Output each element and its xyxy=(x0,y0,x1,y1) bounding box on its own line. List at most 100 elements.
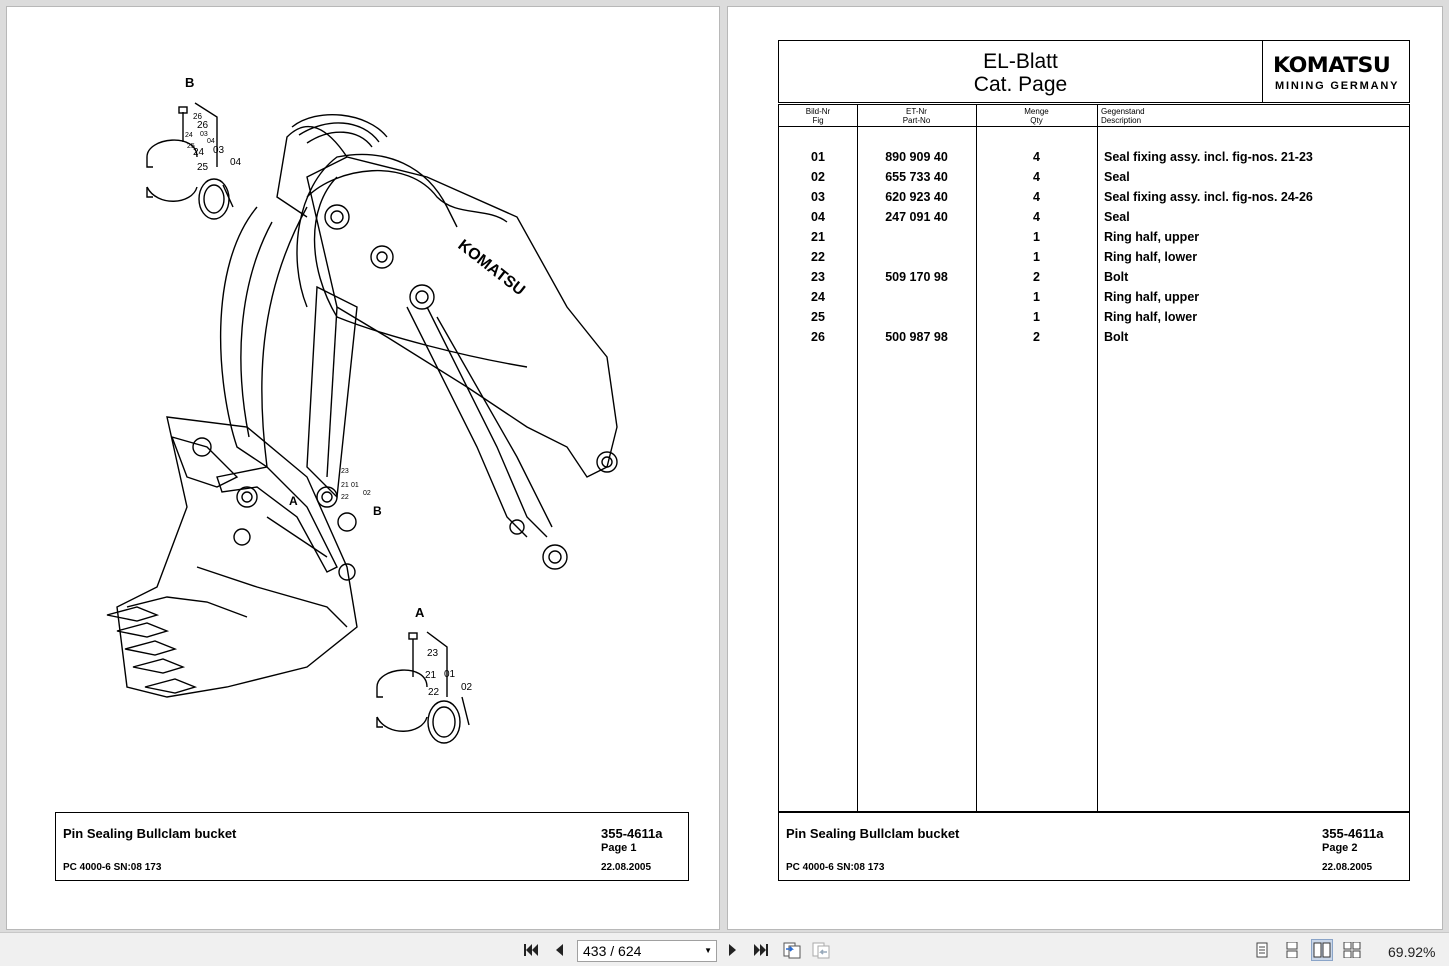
callout-24-small: 24 xyxy=(185,132,193,139)
logo-subtitle: MINING GERMANY xyxy=(1275,80,1400,92)
parts-table: Bild-Nr Fig ET-Nr Part-No Menge Qty Gege… xyxy=(778,104,1410,812)
document-date: 22.08.2005 xyxy=(601,862,652,873)
callout-03-small: 03 xyxy=(200,131,208,138)
cell-fig: 01 xyxy=(811,150,825,164)
cell-qty: 4 xyxy=(1033,190,1040,204)
cell-qty: 1 xyxy=(1033,310,1040,324)
callout-02: 02 xyxy=(461,682,473,693)
facing-view-button[interactable] xyxy=(1311,939,1333,961)
detail-a-label: A xyxy=(415,605,425,620)
first-page-icon xyxy=(524,944,538,956)
callout-b-label: B xyxy=(373,504,382,518)
cell-description: Seal xyxy=(1104,210,1130,224)
table-row: 26 500 987 98 2 Bolt xyxy=(779,330,1409,350)
table-row: 21 1 Ring half, upper xyxy=(779,230,1409,250)
cell-part-no: 500 987 98 xyxy=(885,330,948,344)
callout-01: 01 xyxy=(444,669,456,680)
page-number: Page 1 xyxy=(601,842,637,854)
callout-a-label: A xyxy=(289,494,298,508)
column-divider xyxy=(857,105,858,811)
cell-part-no: 655 733 40 xyxy=(885,170,948,184)
next-view-icon xyxy=(812,942,830,959)
viewer-toolbar: 433 / 624 ▼ 69.92% xyxy=(0,932,1449,966)
table-row: 24 1 Ring half, upper xyxy=(779,290,1409,310)
cell-part-no: 247 091 40 xyxy=(885,210,948,224)
cell-part-no: 890 909 40 xyxy=(885,150,948,164)
page-dropdown-icon[interactable]: ▼ xyxy=(704,946,712,955)
cell-description: Seal fixing assy. incl. fig-nos. 21-23 xyxy=(1104,150,1313,164)
cell-description: Ring half, lower xyxy=(1104,250,1198,264)
callout-26: 26 xyxy=(197,120,209,131)
table-row: 01 890 909 40 4 Seal fixing assy. incl. … xyxy=(779,150,1409,170)
table-row: 04 247 091 40 4 Seal xyxy=(779,210,1409,230)
column-header-qty-en: Qty xyxy=(1030,116,1043,125)
cell-description: Bolt xyxy=(1104,270,1129,284)
callout-25-small: 25 xyxy=(187,143,195,150)
first-page-button[interactable] xyxy=(520,939,542,961)
boom-brand-text: KOMATSU xyxy=(455,237,528,299)
cell-part-no: 620 923 40 xyxy=(885,190,948,204)
cell-qty: 2 xyxy=(1033,330,1040,344)
cell-qty: 4 xyxy=(1033,170,1040,184)
left-page: B 26 26 24 03 04 25 03 24 25 04 A B 23 2… xyxy=(6,6,720,930)
document-title: Pin Sealing Bullclam bucket xyxy=(786,826,960,841)
table-row: 25 1 Ring half, lower xyxy=(779,310,1409,330)
komatsu-logo: KOMATSU MINING GERMANY xyxy=(1265,41,1409,102)
previous-page-button[interactable] xyxy=(548,939,570,961)
table-row: 02 655 733 40 4 Seal xyxy=(779,170,1409,190)
zoom-level[interactable]: 69.92% xyxy=(1388,944,1436,960)
excavator-attachment-drawing: B 26 26 24 03 04 25 03 24 25 04 A B 23 2… xyxy=(106,75,618,744)
cell-fig: 25 xyxy=(811,310,825,324)
single-page-icon xyxy=(1256,942,1268,958)
cell-qty: 2 xyxy=(1033,270,1040,284)
logo-brand: KOMATSU xyxy=(1273,53,1391,77)
column-header-desc-en: Description xyxy=(1101,116,1142,125)
next-page-button[interactable] xyxy=(722,939,744,961)
cell-qty: 4 xyxy=(1033,150,1040,164)
table-row: 23 509 170 98 2 Bolt xyxy=(779,270,1409,290)
callout-22: 22 xyxy=(428,687,440,698)
page-number-input[interactable]: 433 / 624 ▼ xyxy=(577,940,717,962)
continuous-view-button[interactable] xyxy=(1281,939,1303,961)
previous-view-button[interactable] xyxy=(781,939,803,961)
callout-25: 25 xyxy=(197,162,209,173)
cell-description: Bolt xyxy=(1104,330,1129,344)
catalog-header: EL-Blatt Cat. Page KOMATSU MINING GERMAN… xyxy=(778,40,1410,103)
page-separator: / xyxy=(610,943,615,959)
column-header-qty-de: Menge xyxy=(1024,107,1049,116)
callout-03: 03 xyxy=(213,145,225,156)
header-divider xyxy=(779,126,1409,127)
continuous-facing-view-button[interactable] xyxy=(1341,939,1363,961)
boom-callout-22: 22 xyxy=(341,494,349,501)
cell-description: Seal fixing assy. incl. fig-nos. 24-26 xyxy=(1104,190,1313,204)
column-header-part-en: Part-No xyxy=(902,116,931,125)
current-page-value: 433 xyxy=(583,943,607,959)
boom-callout-01: 01 xyxy=(351,482,359,489)
column-header-fig: Bild-Nr Fig xyxy=(779,107,857,125)
cell-description: Ring half, upper xyxy=(1104,230,1200,244)
column-header-fig-de: Bild-Nr xyxy=(805,107,831,116)
column-header-description: Gegenstand Description xyxy=(1101,107,1145,125)
document-date: 22.08.2005 xyxy=(1322,862,1373,873)
column-header-qty: Menge Qty xyxy=(976,107,1097,125)
cell-fig: 04 xyxy=(811,210,825,224)
next-view-button[interactable] xyxy=(810,939,832,961)
column-header-part: ET-Nr Part-No xyxy=(857,107,976,125)
callout-24: 24 xyxy=(193,147,205,158)
next-page-icon xyxy=(729,944,736,956)
catalog-page-title: EL-Blatt Cat. Page xyxy=(779,41,1263,102)
continuous-facing-icon xyxy=(1343,942,1361,958)
cell-fig: 21 xyxy=(811,230,825,244)
column-header-fig-en: Fig xyxy=(812,116,824,125)
cell-qty: 1 xyxy=(1033,250,1040,264)
last-page-button[interactable] xyxy=(750,939,772,961)
facing-pages-icon xyxy=(1313,942,1331,958)
machine-model: PC 4000-6 SN:08 173 xyxy=(786,862,885,873)
single-page-view-button[interactable] xyxy=(1251,939,1273,961)
boom-callout-02: 02 xyxy=(363,490,371,497)
boom-callout-21: 21 xyxy=(341,482,349,489)
page-number: Page 2 xyxy=(1322,842,1358,854)
header-title-de: EL-Blatt xyxy=(983,50,1058,73)
cell-qty: 1 xyxy=(1033,230,1040,244)
callout-04: 04 xyxy=(230,157,242,168)
